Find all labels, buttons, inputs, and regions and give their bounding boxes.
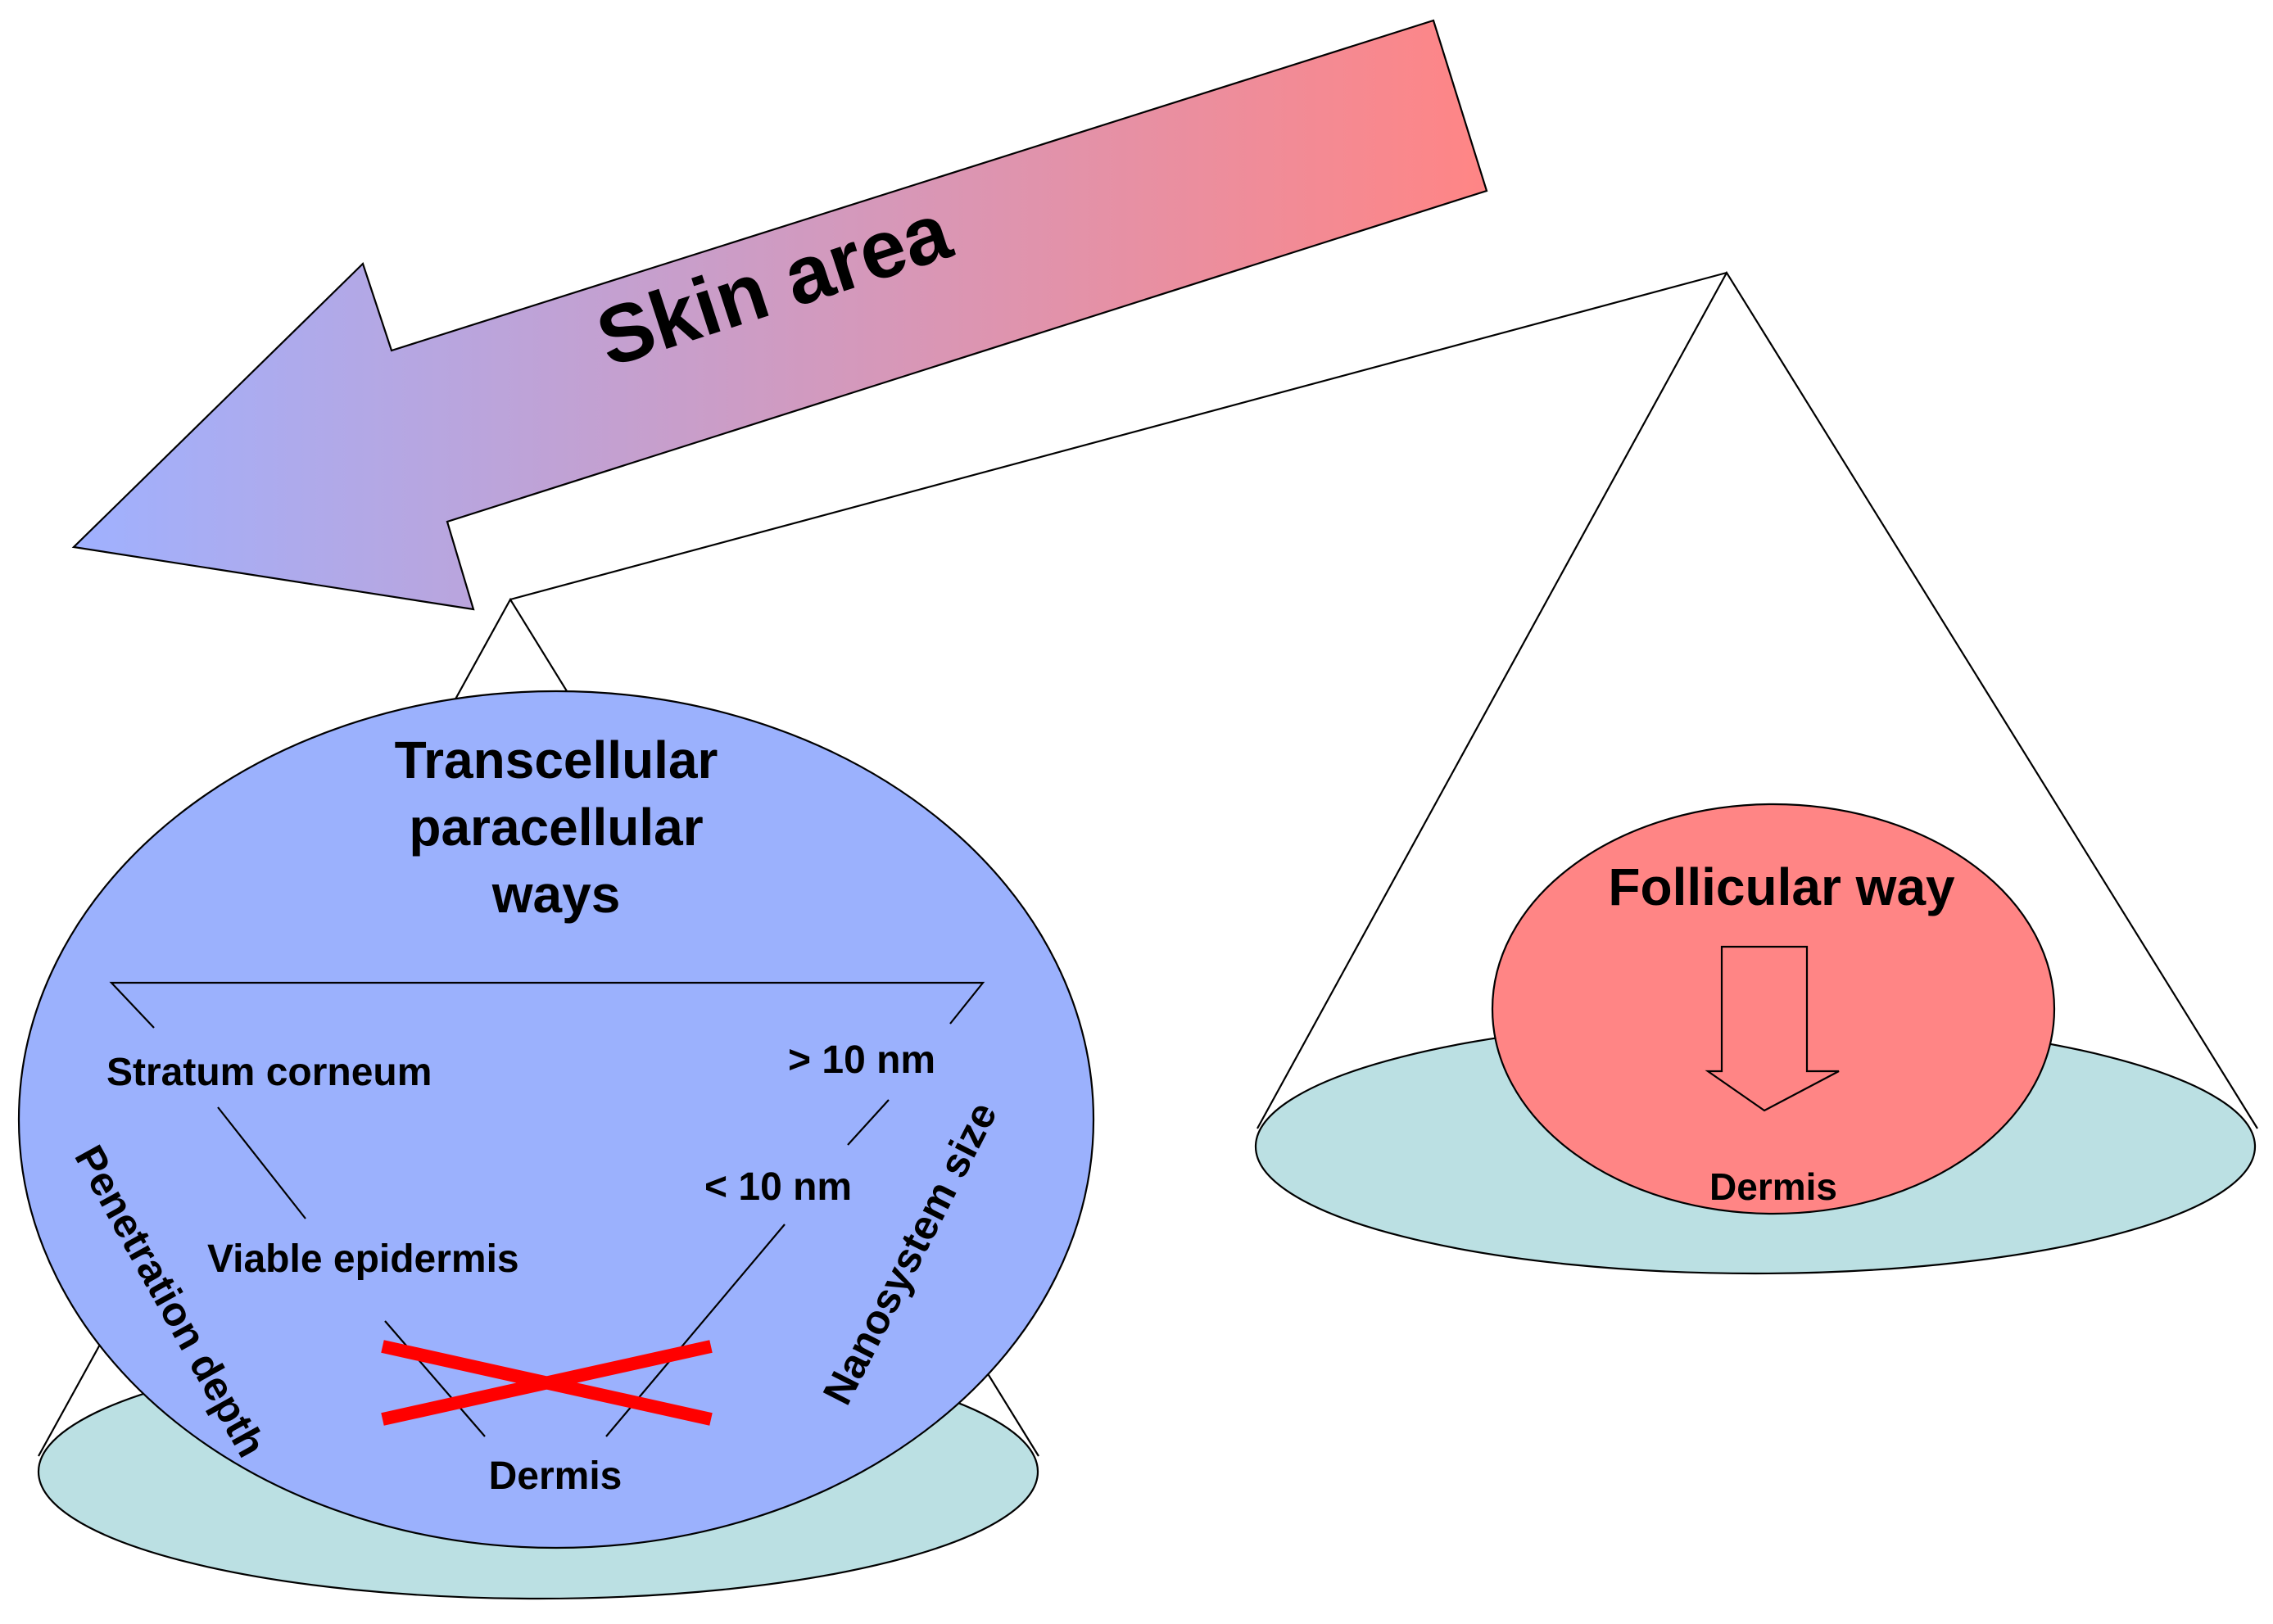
- title-line-3: ways: [491, 865, 621, 924]
- right-cone-outline: [1256, 270, 2258, 1129]
- title-line-1: Transcellular: [395, 731, 718, 789]
- title-line-2: paracellular: [409, 798, 703, 857]
- bracket-line: [109, 981, 985, 1029]
- transcellular-ellipse: [17, 690, 1095, 1549]
- down-arrow-icon: [1705, 945, 1840, 1112]
- stratum-corneum-label: Stratum corneum: [106, 1051, 432, 1094]
- transcellular-panel: Transcellular paracellular ways Stratum …: [17, 597, 1095, 1600]
- balance-beam: [509, 271, 1727, 601]
- follicular-dermis-label: Dermis: [1709, 1165, 1837, 1208]
- connector-epidermis-dermis: [384, 1320, 486, 1437]
- skin-area-arrow: Skin area: [71, 19, 1488, 611]
- size-large-label: > 10 nm: [788, 1038, 935, 1082]
- arrow-shape: [71, 19, 1488, 611]
- follicular-panel: Follicular way Dermis: [1254, 270, 2258, 1275]
- connector-large-small: [847, 1099, 890, 1146]
- connector-corneum-epidermis: [217, 1106, 306, 1219]
- size-small-label: < 10 nm: [704, 1165, 852, 1209]
- blocked-cross-icon: [381, 1340, 713, 1426]
- follicular-title: Follicular way: [1608, 857, 1955, 916]
- viable-epidermis-label: Viable epidermis: [207, 1237, 519, 1281]
- cross-stroke-2: [381, 1340, 713, 1426]
- dermis-label: Dermis: [489, 1454, 623, 1498]
